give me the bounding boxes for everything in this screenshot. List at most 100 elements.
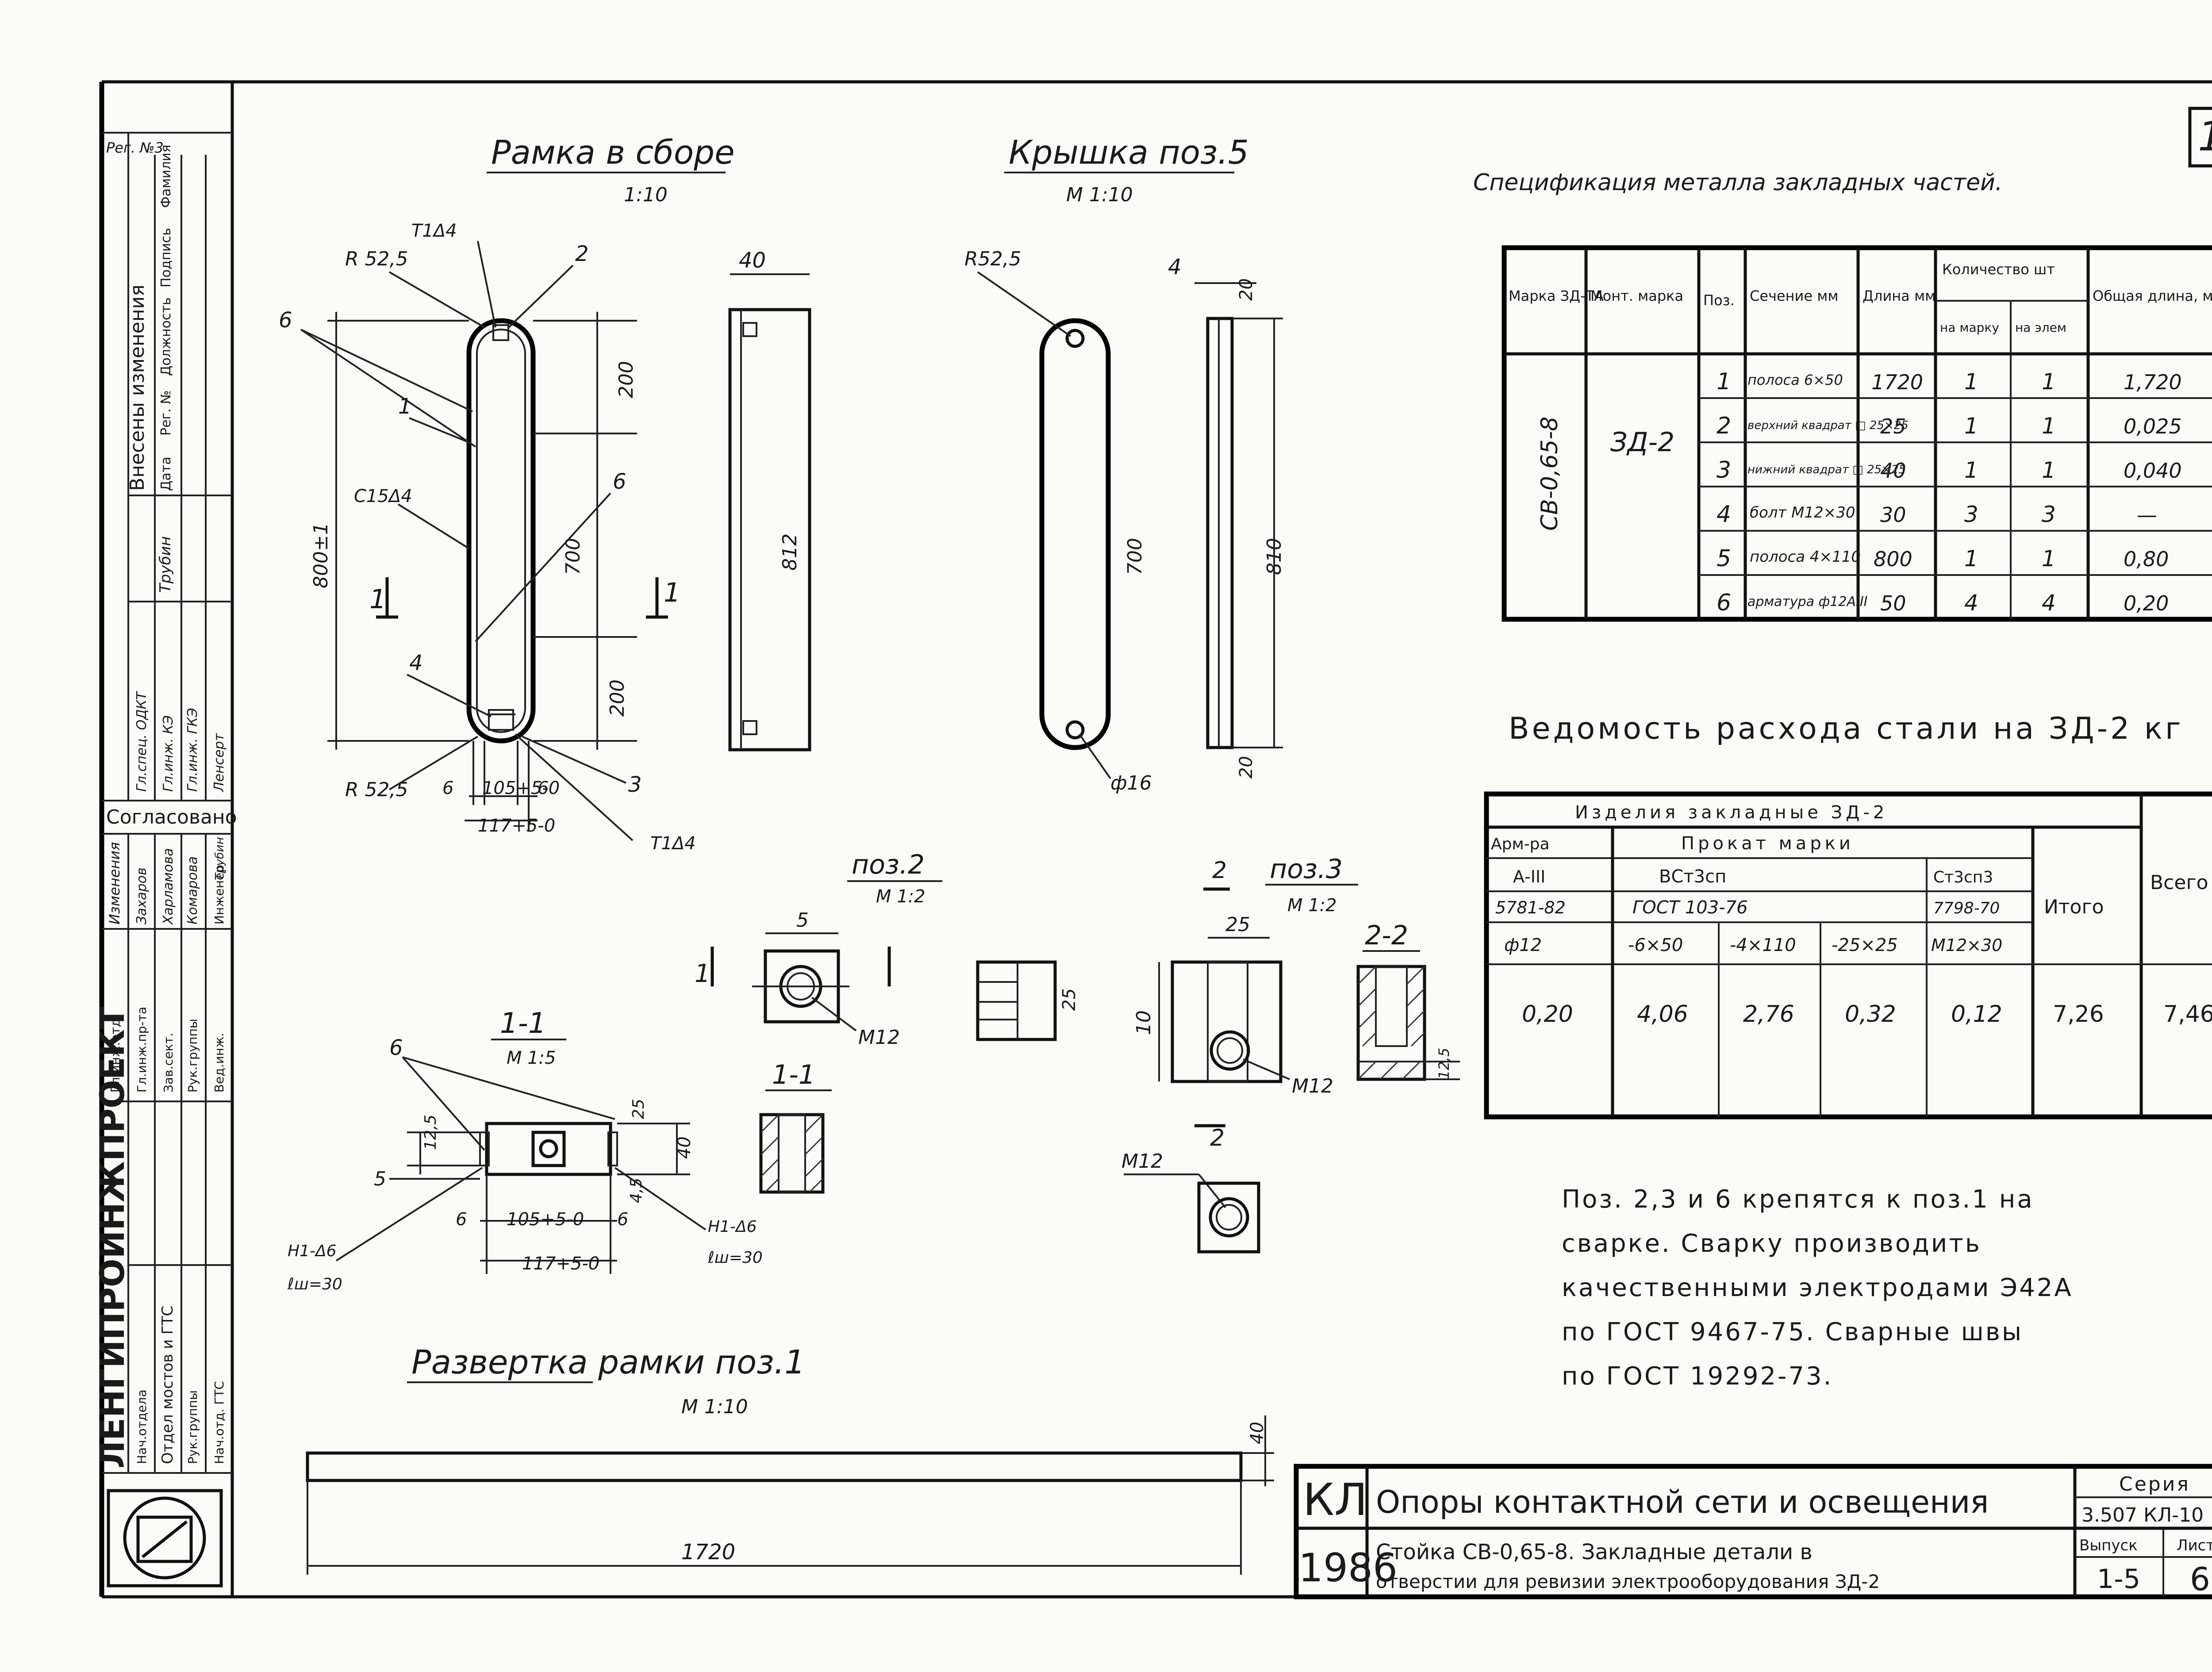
tb-year: 1986 <box>1298 1545 1398 1591</box>
view-poz2: поз.2 М 1:2 5 1 М12 25 <box>695 849 1079 1049</box>
spec-r6-total: 0,20 <box>2124 591 2169 615</box>
spec-h-mark: Марка ЗД-ТА <box>1509 288 1604 304</box>
steel-col-d12: ф12 <box>1504 935 1542 955</box>
steel-val-d12: 0,20 <box>1522 1001 1573 1028</box>
view-section-2-2: 2-2 12,5 <box>1356 920 1460 1081</box>
weld-top: Т1Δ4 <box>411 221 457 241</box>
changes-title: Внесены изменения <box>126 284 149 491</box>
spec-r5-length: 800 <box>1874 547 1912 571</box>
poz3-mark-2b: 2 <box>1210 1125 1225 1151</box>
name-4: Трубин <box>213 837 227 880</box>
left-strip: Рег. №3 Внесены изменения Дата Рег. № До… <box>92 132 237 1588</box>
note-line-5: по ГОСТ 19292-73. <box>1562 1362 1833 1391</box>
view-section-1-1: 1-1 М 1:5 6 105+5-0 6 117+5-0 12,5 5 40 … <box>287 1007 763 1293</box>
spec-h-length: Длина мм <box>1863 288 1936 304</box>
note-line-2: сварке. Сварку производить <box>1562 1229 1982 1258</box>
spec-r1-q1: 1 <box>1964 369 1978 395</box>
view-frame-side: 40 812 <box>728 248 811 752</box>
tb-line1: Опоры контактной сети и освещения <box>1376 1484 1989 1520</box>
dept-1: Нач.отдела <box>134 1389 149 1464</box>
leader-6a: 6 <box>279 308 292 333</box>
section-1-1-small-title: 1-1 <box>772 1059 815 1090</box>
dim-200-top: 200 <box>615 361 637 398</box>
tb-line2: Стойка СВ-0,65-8. Закладные детали в <box>1376 1540 1813 1565</box>
spec-r5-q2: 1 <box>2042 546 2056 571</box>
weld-bottom: Т1Δ4 <box>650 833 696 854</box>
dim-h800: 800±1 <box>310 522 332 588</box>
lid-700: 700 <box>1124 538 1146 575</box>
spec-h-pos: Поз. <box>1703 292 1735 309</box>
spec-r6-q1: 4 <box>1964 590 1978 616</box>
dim-r-top: R 52,5 <box>345 248 408 270</box>
steel-vst: ВСт3сп <box>1659 867 1726 887</box>
staff-1: Гл.инж.отд. <box>108 1015 123 1093</box>
view-frame-assembly: Рамка в сборе 1:10 800±1 200 700 200 6 1… <box>279 134 735 854</box>
staff-5: Вед.инж. <box>212 1033 227 1093</box>
unfold-dim-1720: 1720 <box>681 1540 735 1565</box>
poz3-dim-10: 10 <box>1133 1010 1155 1035</box>
leader-4: 4 <box>409 651 423 675</box>
unfold-scale: М 1:10 <box>681 1396 748 1418</box>
spec-r4-pos: 4 <box>1717 501 1731 528</box>
section-dim-6-left: 6 <box>456 1209 467 1230</box>
spec-r1-pos: 1 <box>1717 368 1731 395</box>
spec-r4-q1: 3 <box>1964 502 1978 527</box>
tb-vypusk-label: Выпуск <box>2079 1537 2138 1554</box>
agreed-label: Согласовано <box>106 806 237 828</box>
spec-r3-section: нижний квадрат □ 25×25 <box>1747 463 1906 476</box>
spec-r5-q1: 1 <box>1964 546 1978 571</box>
name-2: Харламова <box>161 848 176 925</box>
spec-r2-length: 25 <box>1880 414 1906 438</box>
side-812: 812 <box>779 533 801 571</box>
spec-r2-q2: 1 <box>2042 413 2056 439</box>
lid-20-bottom: 20 <box>1236 756 1256 778</box>
steel-itogo: Итого <box>2044 896 2104 918</box>
name-3: Комарова <box>185 856 200 924</box>
note-line-3: качественными электродами Э42А <box>1562 1273 2073 1302</box>
spec-h-section: Сечение мм <box>1750 288 1838 304</box>
spec-r1-q2: 1 <box>2042 369 2056 395</box>
spec-r3-total: 0,040 <box>2124 459 2182 483</box>
section-1-1-title: 1-1 <box>500 1007 546 1040</box>
spec-r3-q1: 1 <box>1964 457 1978 483</box>
view-poz3: поз.3 М 1:2 2 25 10 М12 2 М12 <box>1121 854 1358 1254</box>
poz2-dim-5: 5 <box>796 909 809 932</box>
weld-right: Н1-Δ6 <box>708 1218 757 1236</box>
leader-3: 3 <box>628 772 642 797</box>
side-40: 40 <box>739 248 766 273</box>
view-unfold: Развертка рамки поз.1 М 1:10 40 1720 <box>306 1343 1274 1575</box>
approved-4: Ленсерт <box>211 732 227 792</box>
section-mark-left: 1 <box>369 584 386 615</box>
spec-mark: СВ-0,65-8 <box>1536 417 1563 531</box>
section-dim-25: 25 <box>630 1099 648 1119</box>
section-mark-right: 1 <box>664 577 680 608</box>
steel-arm: Арм-ра <box>1491 835 1550 853</box>
lid-thickness: 4 <box>1168 255 1182 280</box>
lid-scale: М 1:10 <box>1066 184 1133 206</box>
steel-title: Ведомость расхода стали на ЗД-2 кг <box>1509 711 2184 746</box>
spec-r5-section: полоса 4×110 <box>1750 548 1861 566</box>
spec-h-qty-elem: на элем <box>2015 320 2066 335</box>
steel-val-25x25: 0,32 <box>1845 1001 1896 1028</box>
spec-r6-section: арматура ф12АIII <box>1747 594 1868 610</box>
approved-3: Гл.инж. ГКЭ <box>185 708 200 792</box>
spec-r5-pos: 5 <box>1717 545 1731 572</box>
lid-20-top: 20 <box>1236 278 1256 301</box>
steel-vsego: Всего <box>2150 871 2208 894</box>
changes-col-sign: Подпись <box>158 228 174 288</box>
section-1-1-scale: М 1:5 <box>507 1048 556 1068</box>
steel-val-6x50: 4,06 <box>1637 1001 1688 1028</box>
lid-r: R52,5 <box>964 248 1022 270</box>
changes-col-post: Должность <box>158 297 174 376</box>
spec-r4-total: — <box>2137 503 2157 527</box>
poz3-dim-25: 25 <box>1225 913 1250 936</box>
changes-col-name: Фамилия <box>158 145 174 208</box>
spec-h-mont: Монт. марка <box>1590 288 1683 304</box>
tb-list: 6 <box>2190 1561 2210 1598</box>
leader-6b: 6 <box>613 469 626 494</box>
steel-a3: А-III <box>1513 867 1545 886</box>
weld-right-len: ℓш=30 <box>707 1249 763 1267</box>
poz3-scale: М 1:2 <box>1287 895 1337 916</box>
